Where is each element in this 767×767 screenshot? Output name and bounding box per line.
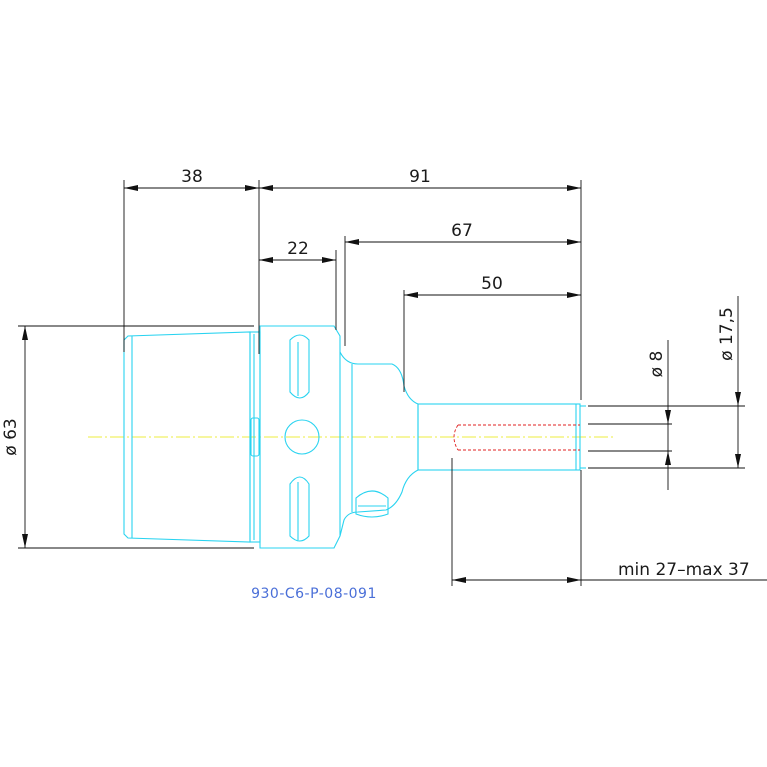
dim-dia17-5: ø 17,5 (717, 307, 737, 361)
dim-91: 91 (409, 167, 431, 187)
dim-range: min 27–max 37 (618, 560, 750, 580)
tool-shank (417, 403, 581, 471)
clamp-slot-top (289, 334, 310, 399)
dimension-lines (18, 180, 767, 586)
dim-dia8: ø 8 (647, 351, 667, 378)
dim-dia63: ø 63 (1, 418, 21, 455)
clamp-slot-bottom (289, 476, 310, 542)
arrowheads (22, 185, 741, 583)
set-screw (355, 490, 389, 518)
dim-67: 67 (451, 221, 473, 241)
dim-50: 50 (481, 274, 503, 294)
part-number: 930-C6-P-08-091 (251, 586, 377, 602)
dim-22: 22 (287, 239, 309, 259)
hidden-bore (453, 424, 580, 451)
tool-body (123, 325, 586, 549)
coolant-hole (284, 419, 320, 455)
dim-38: 38 (181, 167, 203, 187)
